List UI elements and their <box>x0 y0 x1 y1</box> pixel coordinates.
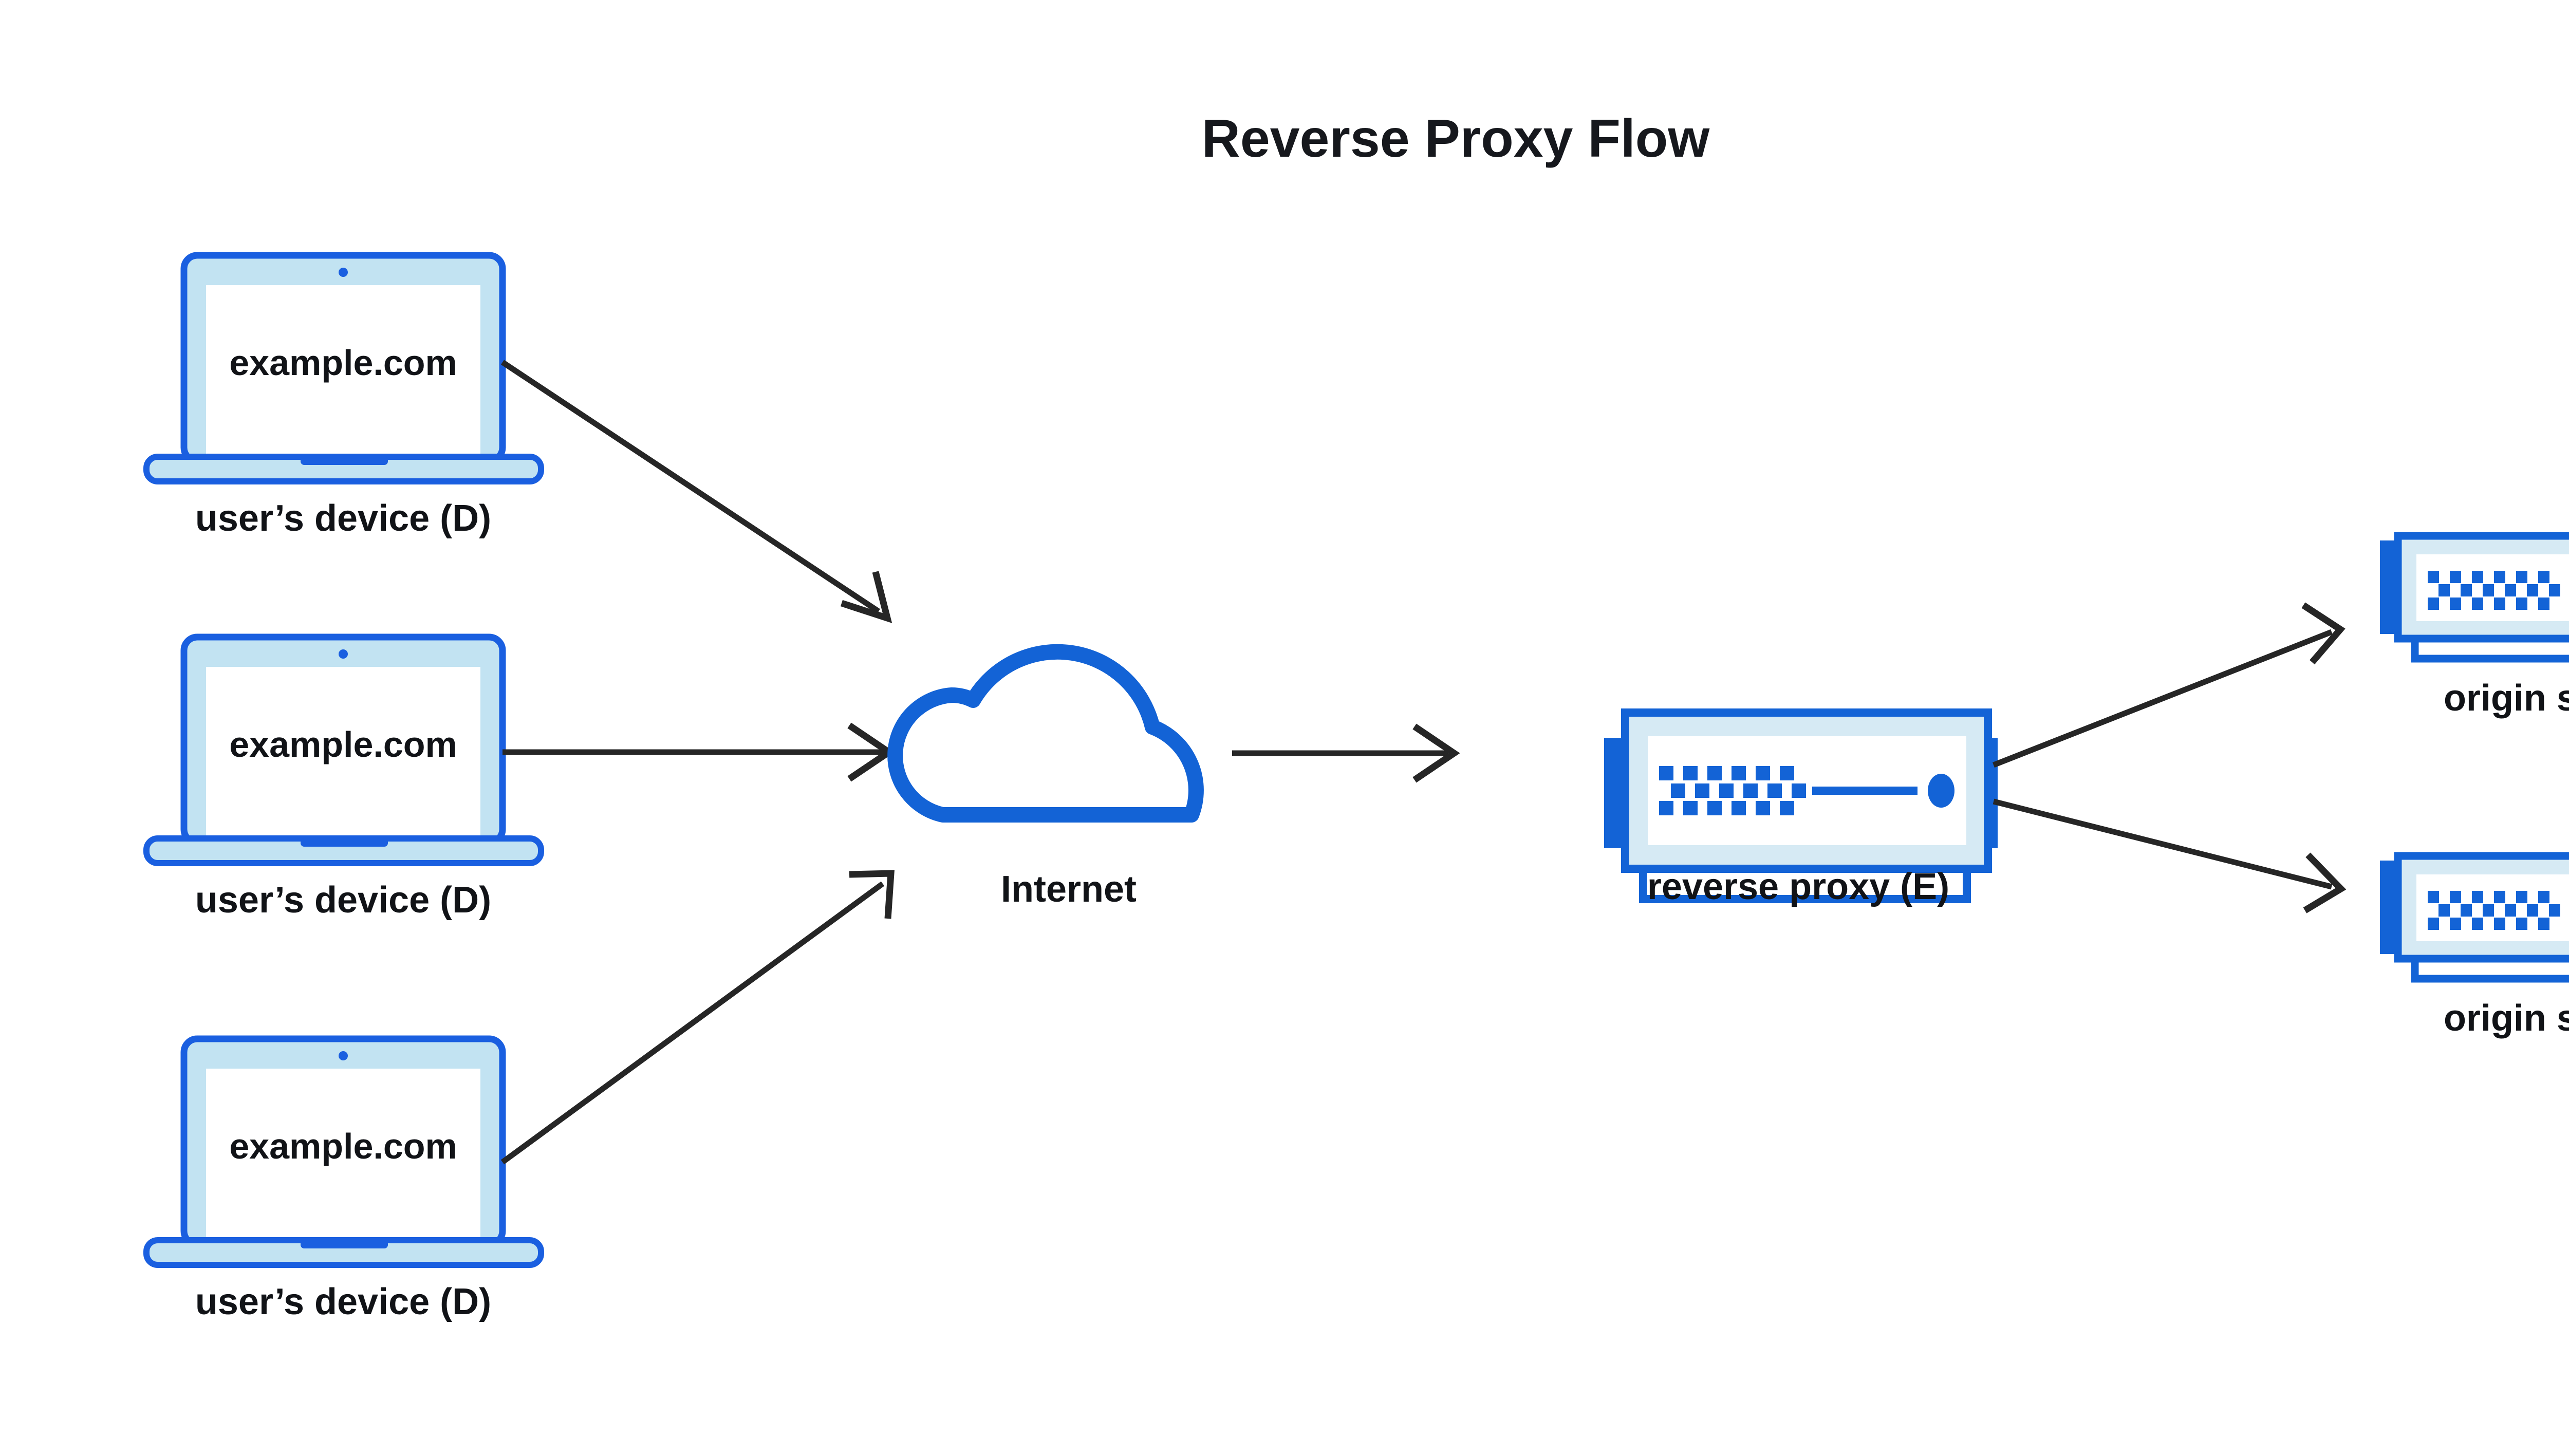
internet-node[interactable]: Internet <box>887 644 1204 910</box>
reverse-proxy-node[interactable]: reverse proxy (E) <box>1604 708 1998 907</box>
device-screen-text: example.com <box>229 724 457 764</box>
server-led-grid-icon <box>2428 891 2560 930</box>
arrow-line <box>1993 798 2333 890</box>
device-screen-text: example.com <box>229 1126 457 1166</box>
camera-dot-icon <box>339 268 348 277</box>
trackpad-notch-icon <box>301 457 388 465</box>
arrow-head-icon <box>849 870 895 919</box>
origin-server-label: origin server (F) <box>2444 678 2569 719</box>
camera-dot-icon <box>339 1051 348 1060</box>
origin-server-label: origin server (F) <box>2444 998 2569 1039</box>
arrow-head-icon <box>840 571 892 623</box>
arrow-head-icon <box>2303 852 2347 913</box>
edge-device1-to-internet <box>500 360 892 623</box>
device-node-1[interactable]: example.com user’s device (D) <box>143 252 544 539</box>
arrow-head-icon <box>2301 602 2345 665</box>
device-node-2[interactable]: example.com user’s device (D) <box>143 633 544 921</box>
device-label: user’s device (D) <box>195 1281 491 1322</box>
laptop-screen <box>206 1069 480 1238</box>
laptop-screen <box>206 667 480 836</box>
server-status-light-icon <box>1928 774 1954 808</box>
server-led-grid-icon <box>2428 571 2560 610</box>
trackpad-notch-icon <box>301 838 388 847</box>
cloud-icon <box>887 644 1204 823</box>
reverse-proxy-label: reverse proxy (E) <box>1647 866 1949 907</box>
internet-label: Internet <box>1001 869 1137 910</box>
arrow-line <box>1992 629 2333 768</box>
device-node-3[interactable]: example.com user’s device (D) <box>143 1035 544 1322</box>
server-led-grid-icon <box>1659 766 1806 815</box>
origin-server-node-2[interactable]: origin server (F) <box>2380 852 2569 1039</box>
server-slot-line-icon <box>1812 787 1918 795</box>
device-screen-text: example.com <box>229 343 457 383</box>
device-label: user’s device (D) <box>195 498 491 539</box>
edge-internet-to-proxy <box>1232 723 1460 783</box>
camera-dot-icon <box>339 649 348 659</box>
device-label: user’s device (D) <box>195 880 491 921</box>
arrow-head-icon <box>1412 723 1460 783</box>
origin-server-node-1[interactable]: origin server (F) <box>2380 532 2569 719</box>
edge-proxy-to-origin1 <box>1992 602 2345 768</box>
arrow-line <box>500 881 885 1165</box>
server-base <box>1639 864 1971 903</box>
edge-device3-to-internet <box>500 870 895 1165</box>
trackpad-notch-icon <box>301 1240 388 1248</box>
edge-proxy-to-origin2 <box>1993 798 2347 913</box>
laptop-screen <box>206 285 480 455</box>
page-title: Reverse Proxy Flow <box>1202 109 1710 169</box>
arrow-line <box>500 360 881 614</box>
